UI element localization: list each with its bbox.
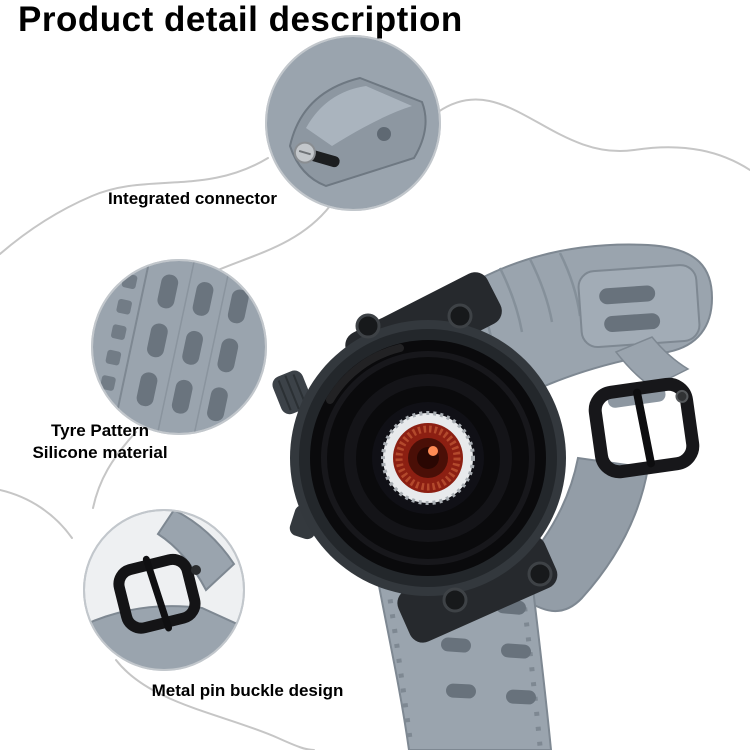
connector-detail-graphic	[265, 35, 441, 211]
watch	[272, 272, 566, 643]
label-metal-pin-buckle: Metal pin buckle design	[151, 681, 344, 700]
sensor-highlight	[428, 446, 438, 456]
strap-buckle-link	[614, 336, 690, 388]
decorative-curve-between-callouts	[92, 431, 137, 509]
buckle-pin	[633, 388, 655, 468]
strap-tip-slot-1	[599, 285, 656, 305]
decorative-curve-left	[0, 157, 269, 255]
tread-edge-line	[111, 260, 155, 434]
buckle-screw	[675, 389, 689, 403]
tread-ridges	[154, 260, 233, 434]
decorative-curve-left-lower	[0, 489, 73, 539]
label-tyre-line1: Tyre Pattern	[51, 421, 149, 440]
connector-detail	[288, 76, 427, 188]
watch-face-ring-outer	[321, 351, 535, 565]
tyre-detail-graphic	[91, 259, 267, 435]
watch-and-strap	[272, 243, 714, 750]
buckle-detail-screw	[191, 565, 201, 575]
strap-tip	[577, 264, 701, 349]
sensor-red-texture	[395, 425, 461, 491]
connector-hole	[377, 127, 391, 141]
decorative-curve-bottom	[115, 659, 315, 750]
page-title: Product detail description	[18, 0, 463, 39]
strap-lower-tread	[378, 539, 543, 747]
buckle-detail-strap-upper	[156, 510, 236, 592]
sensor-ring-serration	[381, 411, 475, 505]
watch-screws	[355, 303, 553, 613]
decorative-curves	[0, 98, 750, 750]
buckle-detail	[84, 510, 244, 670]
strap-tip-plate	[577, 264, 701, 349]
label-integrated-connector: Integrated connector	[107, 189, 278, 208]
buckle-detail-graphic	[83, 509, 245, 671]
tyre-detail	[94, 260, 249, 434]
watch-face-glint	[326, 344, 404, 404]
callout-integrated-connector	[264, 34, 442, 212]
tread-slots	[136, 274, 249, 422]
buckle-detail-hardware	[113, 553, 201, 634]
decorative-curve-mid	[217, 205, 331, 271]
decorative-curve-right	[437, 98, 750, 171]
callout-circle-rim	[265, 35, 441, 211]
callout-metal-pin-buckle	[82, 508, 246, 672]
callout-circle-rim	[83, 509, 245, 671]
callout-circle-rim	[91, 259, 267, 435]
label-tyre-pattern: Tyre Pattern Silicone material	[5, 420, 195, 464]
watch-face-ring-inner	[344, 374, 512, 542]
connector-top-face	[306, 86, 412, 146]
label-tyre-line2: Silicone material	[32, 443, 168, 463]
buckle-frame	[588, 377, 700, 479]
connector-screw	[293, 141, 340, 168]
buckle	[588, 377, 700, 479]
callout-tyre-pattern	[90, 258, 268, 436]
strap-tip-slot-2	[604, 313, 661, 332]
